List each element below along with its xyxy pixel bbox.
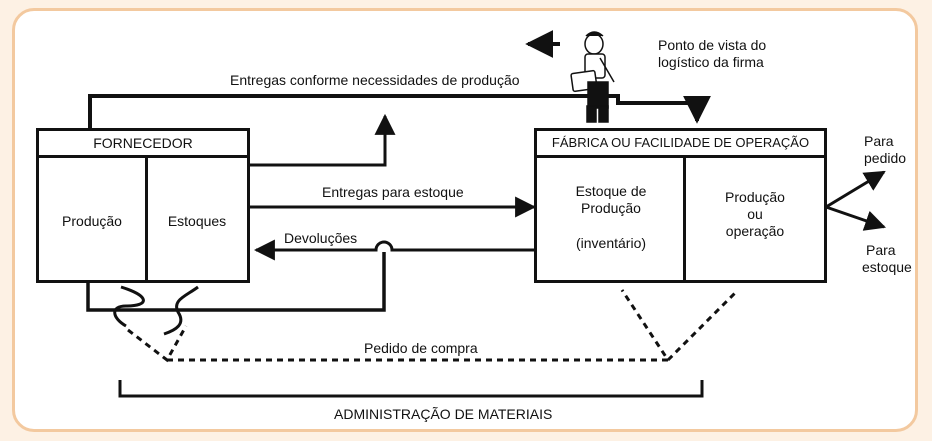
factory-inventory-line3: (inventário) bbox=[575, 235, 647, 251]
returns-line bbox=[253, 239, 534, 261]
returns-label: Devoluções bbox=[284, 230, 358, 246]
factory-inventory-line1: Estoque de bbox=[575, 183, 647, 199]
purchase-order-label: Pedido de compra bbox=[364, 340, 478, 356]
supplier-up-line bbox=[249, 113, 396, 167]
factory-title: FÁBRICA OU FACILIDADE DE OPERAÇÃO bbox=[537, 131, 824, 158]
factory-box: FÁBRICA OU FACILIDADE DE OPERAÇÃO Estoqu… bbox=[534, 128, 827, 283]
output-stock-line1: Para bbox=[866, 242, 896, 258]
factory-operation-line3: operação bbox=[725, 223, 785, 239]
stock-delivery-label: Entregas para estoque bbox=[322, 184, 464, 200]
admin-bracket bbox=[118, 380, 704, 398]
supplier-box: FORNECEDOR Produção Estoques bbox=[36, 128, 250, 283]
viewpoint-caption-line2: logístico da firma bbox=[658, 54, 764, 70]
bottom-loop-line bbox=[86, 252, 386, 312]
needs-delivery-line bbox=[88, 94, 711, 128]
hook-left bbox=[113, 285, 145, 328]
supplier-divider bbox=[145, 158, 148, 280]
output-order-line2: pedido bbox=[864, 150, 907, 166]
purchase-order-dashed bbox=[127, 288, 740, 363]
supplier-stock-label: Estoques bbox=[167, 213, 227, 229]
supplier-title: FORNECEDOR bbox=[39, 131, 247, 158]
supplier-production-label: Produção bbox=[62, 213, 122, 229]
factory-operation-line1: Produção bbox=[725, 189, 785, 205]
output-stock-line bbox=[825, 205, 886, 231]
needs-delivery-label: Entregas conforme necessidades de produç… bbox=[230, 72, 520, 88]
factory-operation-line2: ou bbox=[747, 206, 763, 222]
factory-divider bbox=[683, 158, 686, 280]
materials-admin-label: ADMINISTRAÇÃO DE MATERIAIS bbox=[334, 406, 553, 422]
viewpoint-caption-line1: Ponto de vista do bbox=[658, 37, 767, 53]
hook-right bbox=[163, 285, 199, 336]
logistician-figure bbox=[570, 31, 615, 123]
factory-inventory-line2: Produção bbox=[581, 200, 641, 216]
output-order-line bbox=[825, 170, 886, 209]
output-order-line1: Para bbox=[864, 133, 894, 149]
output-stock-line2: estoque bbox=[862, 259, 912, 275]
